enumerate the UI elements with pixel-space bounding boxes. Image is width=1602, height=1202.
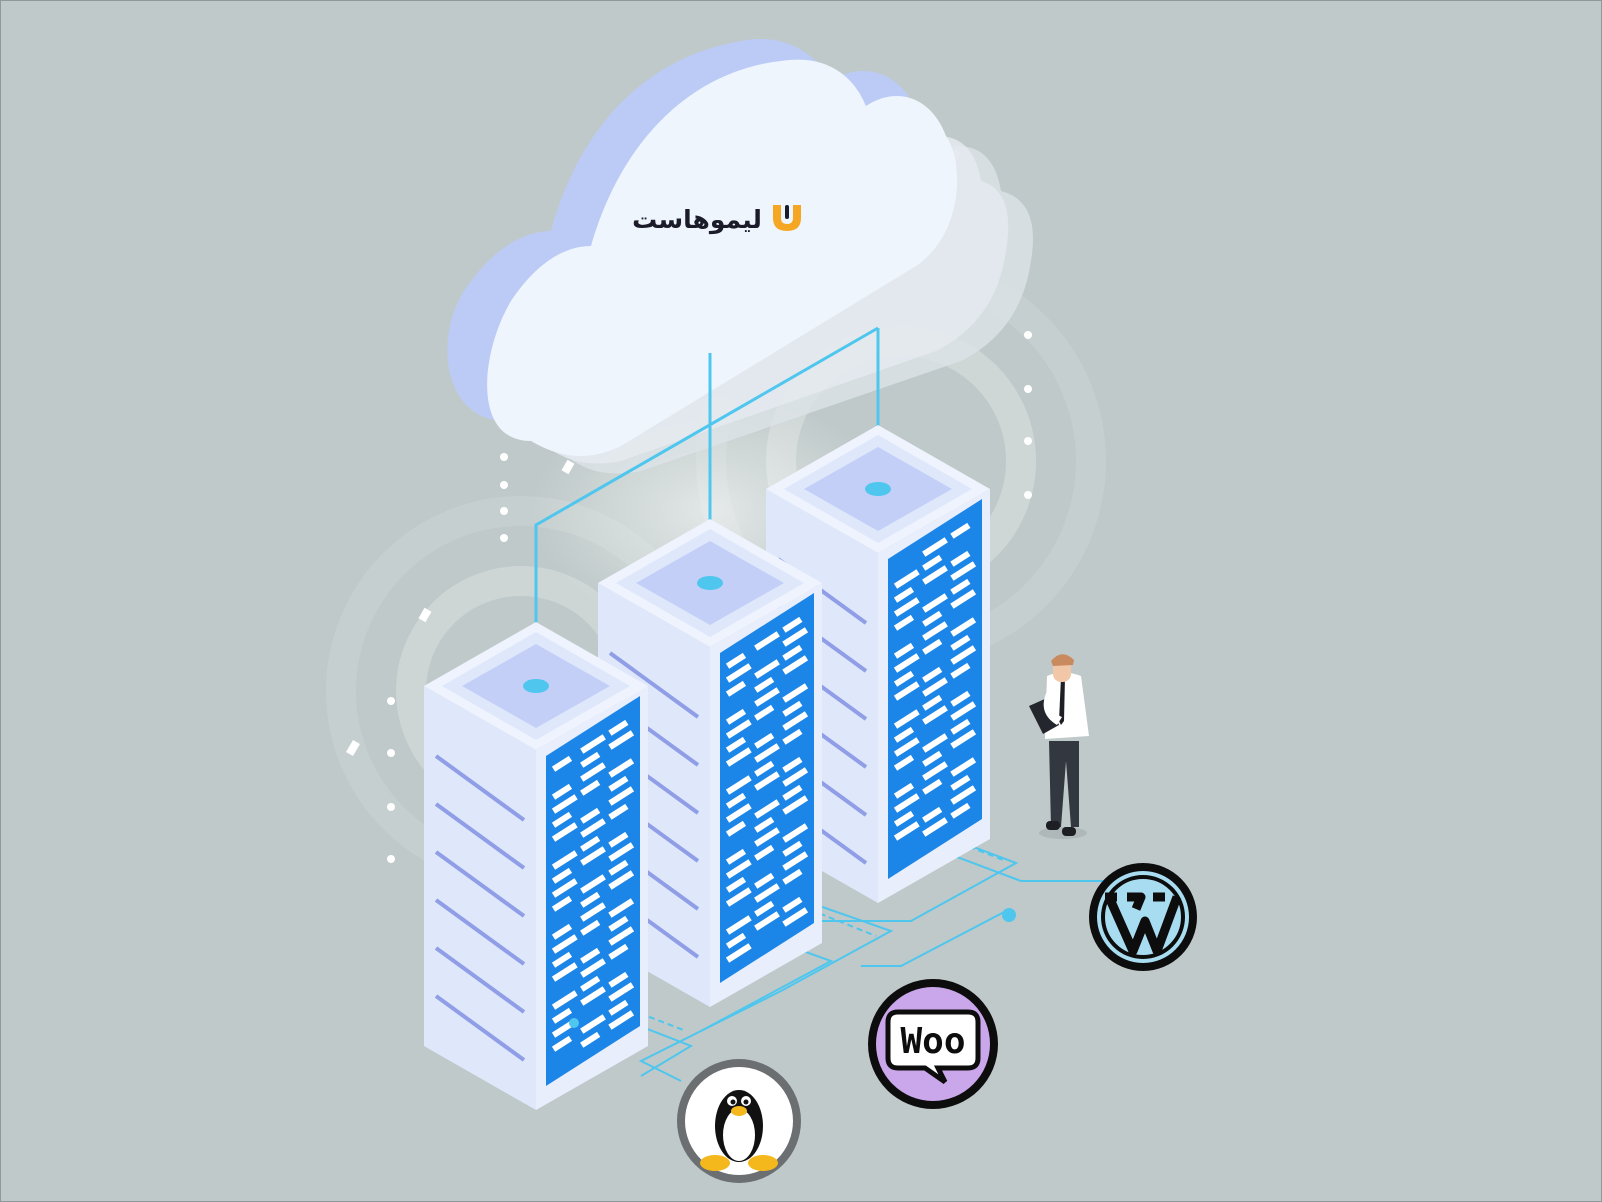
connector-node: [523, 679, 549, 693]
server-racks: [424, 425, 990, 1110]
woocommerce-icon: [868, 979, 998, 1109]
connector-node: [697, 576, 723, 590]
wire-node: [1002, 908, 1016, 922]
connector-node: [865, 482, 891, 496]
person-figure: [1029, 654, 1089, 839]
brand-name: لیموهاست: [632, 204, 762, 234]
brand-logo: لیموهاست: [629, 197, 809, 241]
cloud: [447, 39, 1033, 474]
woo-badge-text: Woo: [900, 1021, 965, 1062]
brand-mark-icon: [770, 202, 806, 236]
linux-icon: [677, 1059, 801, 1183]
server-middle: [598, 519, 822, 1007]
server-left: [424, 622, 648, 1110]
status-led: [569, 1018, 579, 1028]
wordpress-icon: [1089, 863, 1197, 971]
